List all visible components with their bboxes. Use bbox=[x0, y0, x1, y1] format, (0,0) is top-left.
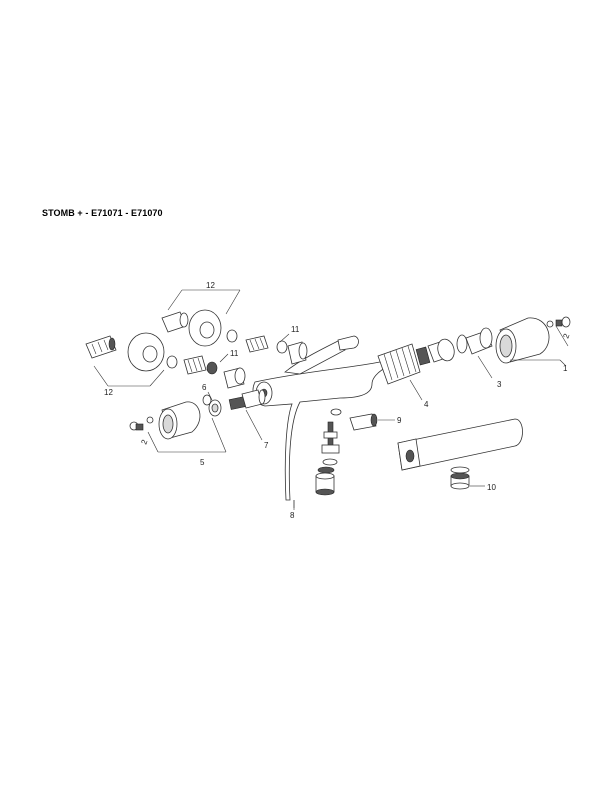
wall-connector-part-12-top bbox=[161, 289, 308, 365]
callout-6: 6 bbox=[202, 383, 207, 392]
thermostatic-cartridge-part-4 bbox=[377, 341, 447, 401]
callout-4: 4 bbox=[424, 400, 429, 409]
leader-11-mid bbox=[219, 353, 229, 363]
callout-1: 1 bbox=[563, 364, 568, 373]
callout-7: 7 bbox=[264, 441, 269, 450]
bath-spout bbox=[397, 418, 523, 471]
callout-5: 5 bbox=[200, 458, 205, 467]
flow-handle-part-5 bbox=[129, 401, 227, 453]
leader-6 bbox=[207, 391, 213, 401]
top-cap bbox=[337, 335, 359, 351]
aerator-part-9 bbox=[330, 408, 395, 431]
callout-12-top: 12 bbox=[206, 281, 215, 290]
page-title: STOMB + - E71071 - E71070 bbox=[42, 208, 163, 218]
callout-8: 8 bbox=[290, 511, 295, 520]
flow-valve-part-7 bbox=[202, 389, 266, 441]
wall-connector-part-12-left bbox=[85, 332, 246, 389]
leader-11-top bbox=[279, 333, 290, 343]
nut-part-3 bbox=[437, 327, 493, 379]
diverter-cartridge-part-8 bbox=[293, 421, 340, 508]
callout-3: 3 bbox=[497, 380, 502, 389]
temperature-handle-part-1 bbox=[495, 317, 567, 367]
callout-12-left: 12 bbox=[104, 388, 113, 397]
callout-2-left: 2 bbox=[139, 438, 149, 446]
callout-11-mid: 11 bbox=[230, 349, 239, 358]
spout-aerator-part-10 bbox=[450, 466, 485, 490]
callout-2-right: 2 bbox=[561, 332, 571, 340]
callout-11-top: 11 bbox=[291, 325, 300, 334]
callout-10: 10 bbox=[487, 483, 496, 492]
screw-part-2-right bbox=[546, 316, 571, 347]
callout-9: 9 bbox=[397, 416, 402, 425]
